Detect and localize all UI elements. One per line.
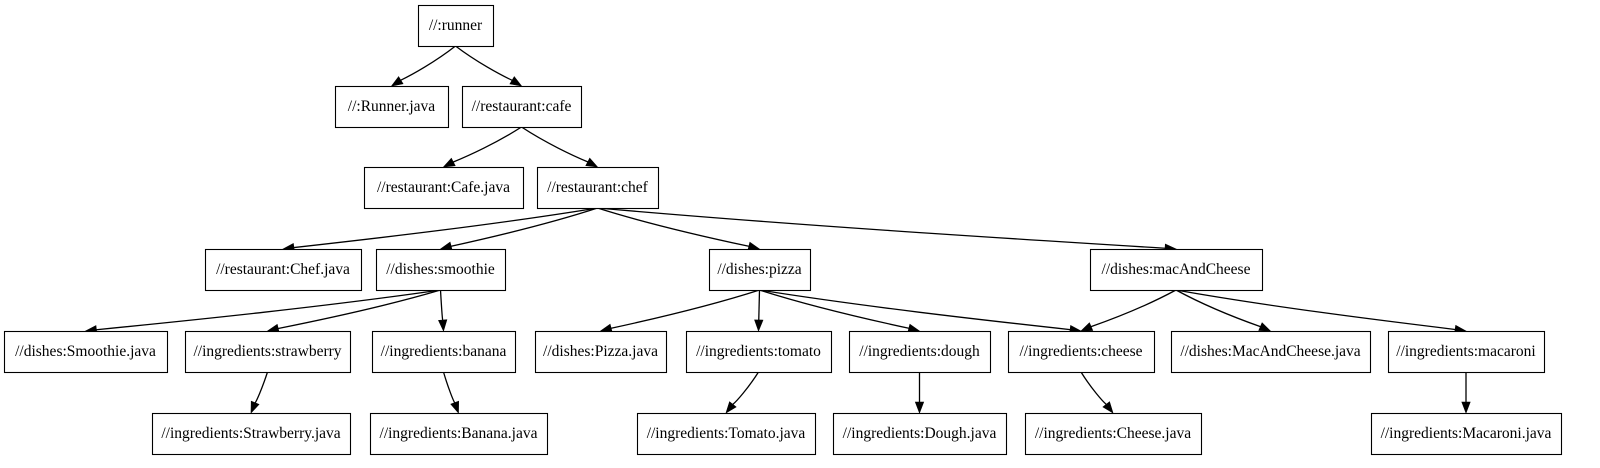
edges-layer: [84, 45, 1471, 414]
graph-node-restaurant_cafe_java[interactable]: //restaurant:Cafe.java: [363, 166, 525, 210]
graph-node-ing_dough_java[interactable]: //ingredients:Dough.java: [832, 412, 1008, 456]
graph-node-label: //ingredients:dough: [859, 343, 980, 360]
dependency-edge: [1175, 289, 1272, 332]
graph-node-ing_cheese_java[interactable]: //ingredients:Cheese.java: [1024, 412, 1203, 456]
graph-node-ing_macaroni_java[interactable]: //ingredients:Macaroni.java: [1370, 412, 1563, 456]
graph-node-dishes_macandcheese[interactable]: //dishes:macAndCheese: [1089, 248, 1264, 292]
graph-node-label: //dishes:Smoothie.java: [15, 343, 156, 360]
graph-node-ing_strawberry[interactable]: //ingredients:strawberry: [184, 330, 352, 374]
graph-node-label: //ingredients:Banana.java: [380, 425, 538, 442]
dependency-edge: [1461, 371, 1471, 414]
graph-node-label: //:Runner.java: [348, 98, 436, 115]
graph-node-restaurant_chef[interactable]: //restaurant:chef: [536, 166, 660, 210]
dependency-edge: [455, 45, 523, 87]
graph-node-label: //restaurant:Cafe.java: [377, 179, 510, 196]
graph-node-label: //ingredients:Macaroni.java: [1381, 425, 1552, 442]
graph-node-ing_banana_java[interactable]: //ingredients:Banana.java: [369, 412, 549, 456]
graph-node-label: //dishes:MacAndCheese.java: [1180, 343, 1360, 360]
graph-node-dishes_smoothie[interactable]: //dishes:smoothie: [375, 248, 507, 292]
graph-node-runner[interactable]: //:runner: [417, 4, 495, 48]
graph-node-label: //ingredients:Strawberry.java: [161, 425, 340, 442]
dependency-edge: [282, 207, 598, 253]
graph-node-ing_dough[interactable]: //ingredients:dough: [848, 330, 992, 374]
graph-node-restaurant_cafe[interactable]: //restaurant:cafe: [461, 85, 583, 129]
graph-node-label: //dishes:pizza: [717, 261, 801, 278]
graph-node-ing_macaroni[interactable]: //ingredients:macaroni: [1387, 330, 1546, 374]
dependency-edge: [725, 371, 760, 414]
dependency-edge: [521, 126, 599, 168]
graph-node-label: //ingredients:Tomato.java: [647, 425, 806, 442]
graph-node-ing_tomato[interactable]: //ingredients:tomato: [685, 330, 833, 374]
graph-node-label: //ingredients:macaroni: [1396, 343, 1536, 360]
graph-node-label: //restaurant:chef: [547, 179, 649, 196]
dependency-edge: [250, 371, 269, 414]
graph-node-dishes_pizza_java[interactable]: //dishes:Pizza.java: [534, 330, 668, 374]
dependency-edge: [84, 289, 441, 335]
dependency-edge: [442, 371, 459, 414]
graph-node-ing_cheese[interactable]: //ingredients:cheese: [1007, 330, 1156, 374]
graph-node-ing_tomato_java[interactable]: //ingredients:Tomato.java: [636, 412, 817, 456]
graph-node-label: //ingredients:tomato: [696, 343, 821, 360]
graph-node-dishes_pizza[interactable]: //dishes:pizza: [708, 248, 812, 292]
graph-node-dishes_macandcheese_java[interactable]: //dishes:MacAndCheese.java: [1170, 330, 1372, 374]
graph-node-label: //dishes:Pizza.java: [543, 343, 658, 360]
graph-node-label: //:runner: [429, 17, 483, 34]
dependency-edge: [759, 289, 1082, 335]
dependency-edge: [1080, 289, 1177, 332]
graph-node-dishes_smoothie_java[interactable]: //dishes:Smoothie.java: [3, 330, 169, 374]
nodes-layer: //:runner //:Runner.java //restaurant:cafe…: [3, 4, 1563, 456]
dependency-edge: [914, 372, 925, 414]
graph-node-label: //ingredients:banana: [381, 343, 507, 360]
graph-node-label: //ingredients:strawberry: [193, 343, 341, 360]
graph-node-ing_strawberry_java[interactable]: //ingredients:Strawberry.java: [151, 412, 352, 456]
dependency-edge: [1080, 371, 1114, 414]
dependency-edge: [599, 289, 760, 333]
dependency-edge: [438, 289, 448, 332]
graph-node-runner_java[interactable]: //:Runner.java: [334, 85, 450, 129]
dependency-edge: [759, 289, 921, 333]
dependency-edge: [390, 45, 456, 87]
graph-node-label: //ingredients:Cheese.java: [1035, 425, 1191, 442]
graph-node-restaurant_chef_java[interactable]: //restaurant:Chef.java: [204, 248, 363, 292]
dependency-edge: [1175, 289, 1467, 335]
dependency-edge: [597, 207, 1177, 253]
graph-node-label: //restaurant:cafe: [472, 98, 572, 115]
graph-node-label: //dishes:macAndCheese: [1102, 261, 1251, 278]
graph-node-label: //ingredients:Dough.java: [843, 425, 997, 442]
graph-node-label: //dishes:smoothie: [386, 261, 495, 278]
dependency-edge: [439, 207, 598, 251]
graph-node-ing_banana[interactable]: //ingredients:banana: [371, 330, 517, 374]
dependency-edge: [442, 126, 522, 168]
graph-node-label: //ingredients:cheese: [1019, 343, 1142, 360]
dependency-edge: [754, 289, 764, 332]
graph-node-label: //restaurant:Chef.java: [216, 261, 350, 278]
dependency-edge: [266, 289, 441, 333]
